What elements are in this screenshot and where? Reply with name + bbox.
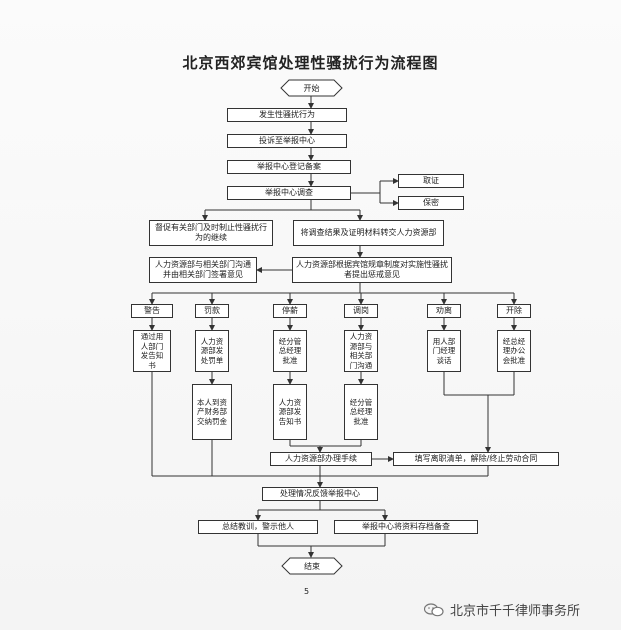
page-number: 5 bbox=[304, 587, 310, 596]
node-dismiss-approve: 经总经理办公会批准 bbox=[497, 330, 531, 372]
start-terminator bbox=[280, 79, 343, 97]
node-transfer: 将调查结果及证明材料转交人力资源部 bbox=[293, 220, 444, 246]
end-terminator bbox=[281, 557, 343, 575]
node-demote-coord: 人力资源部与相关部门沟通 bbox=[344, 330, 378, 372]
node-archive: 举报中心将资料存档备查 bbox=[334, 520, 478, 534]
node-persuade: 劝离 bbox=[427, 304, 461, 318]
node-urge: 督促有关部门及时制止性骚扰行为的继续 bbox=[149, 220, 273, 246]
start-node: 开始 bbox=[303, 83, 320, 93]
node-demote: 调岗 bbox=[344, 304, 378, 318]
node-hr-process: 人力资源部办理手续 bbox=[270, 452, 372, 466]
node-demote-approve: 经分管总经理批准 bbox=[344, 384, 378, 440]
node-investigate: 举报中心调查 bbox=[227, 186, 351, 200]
node-fine-pay: 本人到资产财务部交纳罚金 bbox=[192, 384, 232, 440]
end-node: 结束 bbox=[304, 561, 320, 571]
node-evidence: 取证 bbox=[398, 174, 464, 188]
node-hr-propose: 人力资源部根据宾馆规章制度对实施性骚扰者提出惩戒意见 bbox=[292, 257, 452, 283]
node-dismiss: 开除 bbox=[497, 304, 531, 318]
wechat-icon bbox=[424, 602, 444, 616]
node-summary: 总结教训，警示他人 bbox=[198, 520, 318, 534]
node-register: 举报中心登记备案 bbox=[227, 160, 351, 174]
node-leave: 填写离职清单，解除/终止劳动合同 bbox=[393, 452, 559, 466]
node-persuade-talk: 用人部门经理谈话 bbox=[427, 330, 461, 372]
node-warn-notice: 通过用人部门发告知书 bbox=[133, 330, 171, 372]
page-title: 北京西郊宾馆处理性骚扰行为流程图 bbox=[182, 54, 439, 72]
node-fine: 罚款 bbox=[195, 304, 229, 318]
node-warn: 警告 bbox=[131, 304, 173, 318]
watermark-text: 北京市千千律师事务所 bbox=[450, 604, 581, 619]
node-suspend: 停薪 bbox=[273, 304, 307, 318]
node-feedback: 处理情况反馈举报中心 bbox=[262, 487, 378, 501]
node-complain: 投诉至举报中心 bbox=[227, 134, 347, 148]
node-hr-coord: 人力资源部与相关部门沟通并由相关部门签署意见 bbox=[149, 257, 257, 283]
node-confidential: 保密 bbox=[398, 196, 464, 210]
node-occur: 发生性骚扰行为 bbox=[227, 108, 347, 122]
node-suspend-approve: 经分管总经理批准 bbox=[273, 330, 307, 372]
node-fine-notice: 人力资源部发处罚单 bbox=[195, 330, 229, 372]
watermark: 北京市千千律师事务所 bbox=[424, 600, 580, 619]
node-suspend-notice: 人力资源部发告知书 bbox=[273, 384, 307, 440]
